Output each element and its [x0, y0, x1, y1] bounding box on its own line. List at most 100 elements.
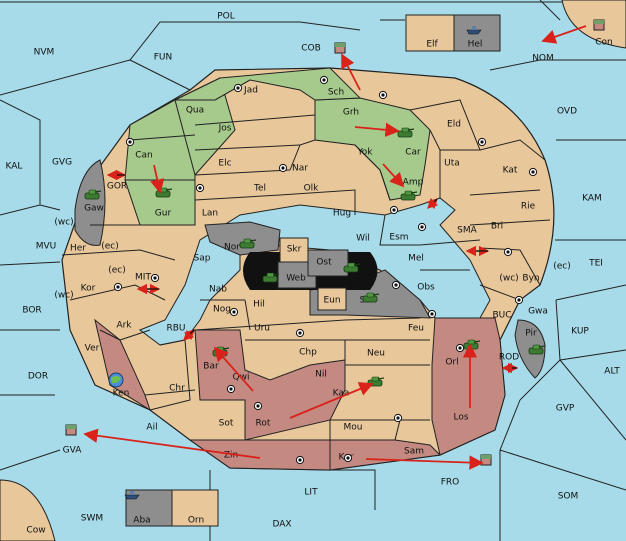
tank-ost-icon[interactable]: [343, 262, 361, 273]
land-label-rot[interactable]: Rot: [256, 419, 271, 429]
region-orn[interactable]: [171, 489, 219, 527]
sea-label-mvu[interactable]: MVU: [36, 242, 57, 252]
land-label-car[interactable]: Car: [405, 148, 421, 158]
land-label-bar[interactable]: Bar: [203, 362, 219, 372]
region-skr[interactable]: [279, 237, 309, 263]
ken-globe-icon[interactable]: [108, 372, 124, 388]
land-label-chp[interactable]: Chp: [299, 348, 317, 358]
ship-hel-icon[interactable]: [466, 26, 482, 35]
land-label-pir[interactable]: Pir: [525, 329, 537, 339]
land-label-orl[interactable]: Orl: [445, 358, 458, 368]
land-label-gaw[interactable]: Gaw: [84, 204, 104, 214]
sea-label-bor[interactable]: BOR: [22, 306, 41, 316]
sea-label-gor[interactable]: GOR: [107, 182, 127, 192]
land-label-nil[interactable]: Nil: [315, 370, 327, 380]
sea-label-con[interactable]: Con: [595, 38, 613, 48]
land-label-uta[interactable]: Uta: [444, 159, 460, 169]
land-label-skr[interactable]: Skr: [287, 245, 302, 255]
land-label-jad[interactable]: Jad: [243, 86, 258, 96]
land-label-neu[interactable]: Neu: [367, 349, 385, 359]
land-label-obs[interactable]: Obs: [417, 283, 435, 293]
sea-label-pol[interactable]: POL: [217, 12, 235, 22]
land-label-wil[interactable]: Wil: [356, 234, 370, 244]
land-label-hug[interactable]: Hug: [333, 209, 351, 219]
land-label-eld[interactable]: Eld: [447, 120, 461, 130]
sea-label-buc[interactable]: BUC: [492, 311, 511, 321]
sea-label-som[interactable]: SOM: [558, 492, 579, 502]
land-label-nor[interactable]: Nor: [224, 243, 240, 253]
land-label-ark[interactable]: Ark: [116, 321, 132, 331]
land-label-rie[interactable]: Rie: [521, 202, 536, 212]
region-nor[interactable]: [204, 221, 281, 256]
land-label-yok[interactable]: Yok: [356, 148, 373, 158]
land-label-orn[interactable]: Orn: [188, 516, 204, 526]
sea-label-rod[interactable]: ROD: [499, 353, 519, 363]
sea-label-kal[interactable]: KAL: [6, 162, 23, 172]
tank-sun-icon[interactable]: [362, 292, 380, 303]
sea-label-kup[interactable]: KUP: [571, 327, 589, 337]
sea-label-alt[interactable]: ALT: [604, 367, 620, 377]
land-label-web[interactable]: Web: [286, 274, 306, 284]
land-label-amp[interactable]: Amp: [403, 178, 424, 188]
unit-con-icon[interactable]: [593, 19, 605, 31]
land-label-nab[interactable]: Nab: [209, 285, 227, 295]
sea-label-gvg[interactable]: GVG: [52, 158, 72, 168]
sea-label-cow[interactable]: Cow: [26, 526, 45, 536]
sea-label-nvm[interactable]: NVM: [34, 48, 55, 58]
land-label-nog[interactable]: Nog: [213, 305, 231, 315]
unit-cob-icon[interactable]: [334, 42, 346, 54]
land-label-esm[interactable]: Esm: [389, 233, 408, 243]
sea-label-nom[interactable]: NOM: [532, 54, 554, 64]
land-label-los[interactable]: Los: [453, 413, 468, 423]
land-label-chr[interactable]: Chr: [169, 384, 185, 394]
land-label-hel[interactable]: Hel: [468, 40, 483, 50]
sea-label-fro[interactable]: FRO: [441, 478, 460, 488]
tank-amp-icon[interactable]: [400, 190, 418, 201]
land-label-feu[interactable]: Feu: [408, 324, 424, 334]
land-label-ost[interactable]: Ost: [316, 258, 332, 268]
land-label-kaa[interactable]: Kaa: [333, 389, 350, 399]
land-label-eun[interactable]: Eun: [323, 296, 340, 306]
land-label-sam[interactable]: Sam: [404, 447, 424, 457]
tank-pir-icon[interactable]: [528, 344, 546, 355]
sea-label-gva[interactable]: GVA: [63, 446, 83, 456]
land-label-sap[interactable]: Sap: [194, 254, 211, 264]
land-label-can[interactable]: Can: [135, 151, 153, 161]
land-label-kat[interactable]: Kat: [503, 166, 518, 176]
region-gaw[interactable]: [74, 159, 106, 246]
land-label-sch[interactable]: Sch: [328, 88, 344, 98]
sea-label-gvp[interactable]: GVP: [556, 404, 575, 414]
sea-label-dax[interactable]: DAX: [272, 520, 291, 530]
tank-gaw-icon[interactable]: [84, 189, 102, 200]
land-label-elc[interactable]: Elc: [218, 159, 231, 169]
land-label-ken[interactable]: Ken: [113, 389, 130, 399]
land-label-gur[interactable]: Gur: [155, 209, 172, 219]
ship-aba-icon[interactable]: [124, 491, 140, 500]
sea-label-swm[interactable]: SWM: [81, 514, 103, 524]
land-label-uru[interactable]: Uru: [254, 324, 270, 334]
land-label-jos[interactable]: Jos: [218, 124, 232, 134]
land-label-her[interactable]: Her: [70, 244, 86, 254]
sea-label-kam[interactable]: KAM: [582, 194, 602, 204]
tank-nor-icon[interactable]: [239, 238, 257, 249]
land-label-sot[interactable]: Sot: [219, 419, 234, 429]
land-label-bri[interactable]: Bri: [491, 222, 503, 232]
land-label-zin[interactable]: Zin: [224, 451, 238, 461]
sea-label-sma[interactable]: SMA: [457, 226, 477, 236]
land-label-ver[interactable]: Ver: [85, 344, 100, 354]
tank-web-icon[interactable]: [262, 272, 280, 283]
region-eun[interactable]: [317, 287, 347, 311]
sea-label-lit[interactable]: LIT: [304, 488, 318, 498]
region-ost[interactable]: [307, 249, 349, 277]
land-label-kor[interactable]: Kor: [81, 284, 96, 294]
land-label-aba[interactable]: Aba: [133, 516, 150, 526]
land-label-nar[interactable]: Nar: [292, 164, 308, 174]
land-label-olk[interactable]: Olk: [304, 184, 320, 194]
land-label-elf[interactable]: Elf: [426, 40, 438, 50]
unit-fro-icon[interactable]: [480, 454, 492, 466]
sea-label-fun[interactable]: FUN: [154, 53, 173, 63]
region-elf[interactable]: [405, 14, 455, 52]
land-label-grh[interactable]: Grh: [343, 108, 359, 118]
sea-label-rbu[interactable]: RBU: [166, 324, 185, 334]
land-label-qua[interactable]: Qua: [186, 106, 204, 116]
